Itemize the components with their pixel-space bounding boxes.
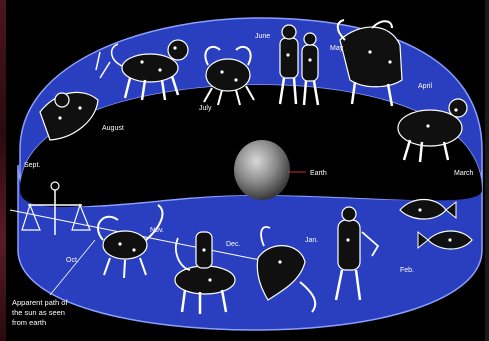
caption-line-1: Apparent path of	[12, 298, 68, 307]
month-label-dec: Dec.	[226, 241, 240, 248]
month-label-july: July	[199, 105, 212, 112]
caption-line-2: the sun as seen	[12, 308, 65, 317]
month-label-april: April	[418, 83, 432, 90]
earth-sphere	[234, 140, 290, 200]
earth-label: Earth	[310, 170, 327, 177]
month-label-august: August	[102, 125, 124, 132]
month-label-feb: Feb.	[400, 267, 414, 274]
month-label-june: June	[255, 33, 270, 40]
month-label-oct: Oct.	[66, 257, 79, 264]
month-label-nov: Nov.	[150, 227, 164, 234]
month-label-may: May	[330, 45, 344, 52]
month-label-jan: Jan.	[305, 237, 318, 244]
month-label-march: March	[454, 170, 474, 177]
month-label-sept: Sept.	[24, 162, 40, 169]
caption-line-3: from earth	[12, 318, 46, 327]
